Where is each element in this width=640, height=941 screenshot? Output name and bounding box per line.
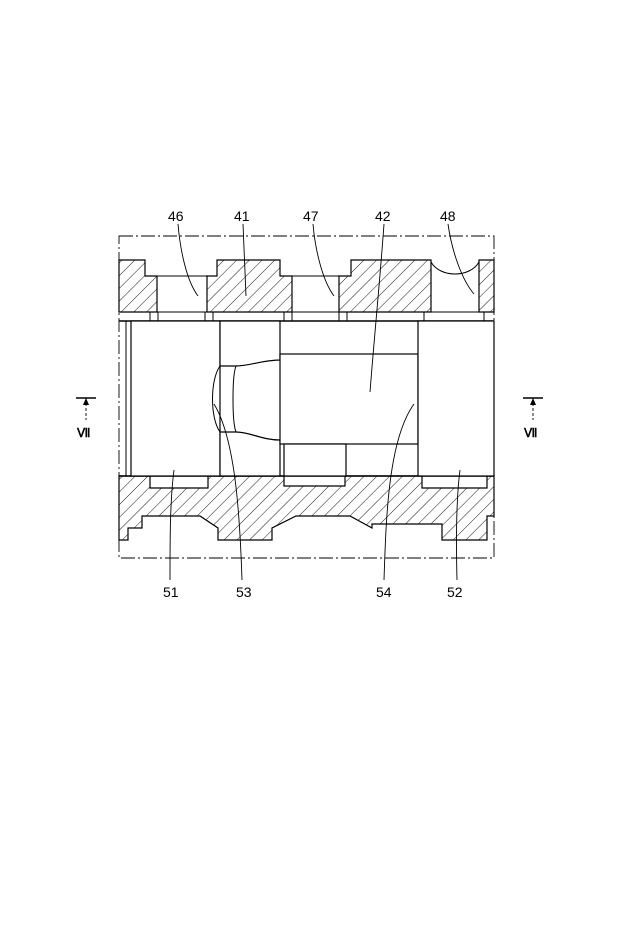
spool-land-52 (418, 312, 494, 476)
label-52: 52 (447, 584, 463, 600)
port-47 (292, 276, 339, 312)
label-41: 41 (234, 208, 250, 224)
section-marker-right: Ⅶ (523, 398, 543, 440)
lower-housing-block (119, 476, 494, 540)
label-47: 47 (303, 208, 319, 224)
section-marker-left: Ⅶ (76, 398, 96, 440)
upper-housing-block-right (479, 260, 494, 312)
upper-housing-block-left (119, 260, 157, 312)
spool-land-51 (131, 312, 220, 476)
label-53: 53 (236, 584, 252, 600)
upper-housing (119, 260, 494, 312)
label-42: 42 (375, 208, 391, 224)
lower-housing (119, 476, 494, 540)
upper-housing-block-41 (207, 260, 292, 312)
upper-housing-block-42 (339, 260, 431, 312)
label-54: 54 (376, 584, 392, 600)
spool-waist-53 (213, 321, 281, 476)
section-label-right: Ⅶ (523, 426, 537, 440)
seal-46-left (150, 312, 158, 321)
port-46 (157, 276, 207, 312)
seal-48 (424, 312, 484, 321)
seal-46-right (205, 312, 213, 321)
seal-47-right (339, 312, 347, 321)
label-51: 51 (163, 584, 179, 600)
groove-48-curve (431, 262, 479, 274)
seal-47-left (284, 312, 292, 321)
spool-land-42 (280, 312, 424, 476)
section-label-left: Ⅶ (76, 426, 90, 440)
label-46: 46 (168, 208, 184, 224)
label-48: 48 (440, 208, 456, 224)
